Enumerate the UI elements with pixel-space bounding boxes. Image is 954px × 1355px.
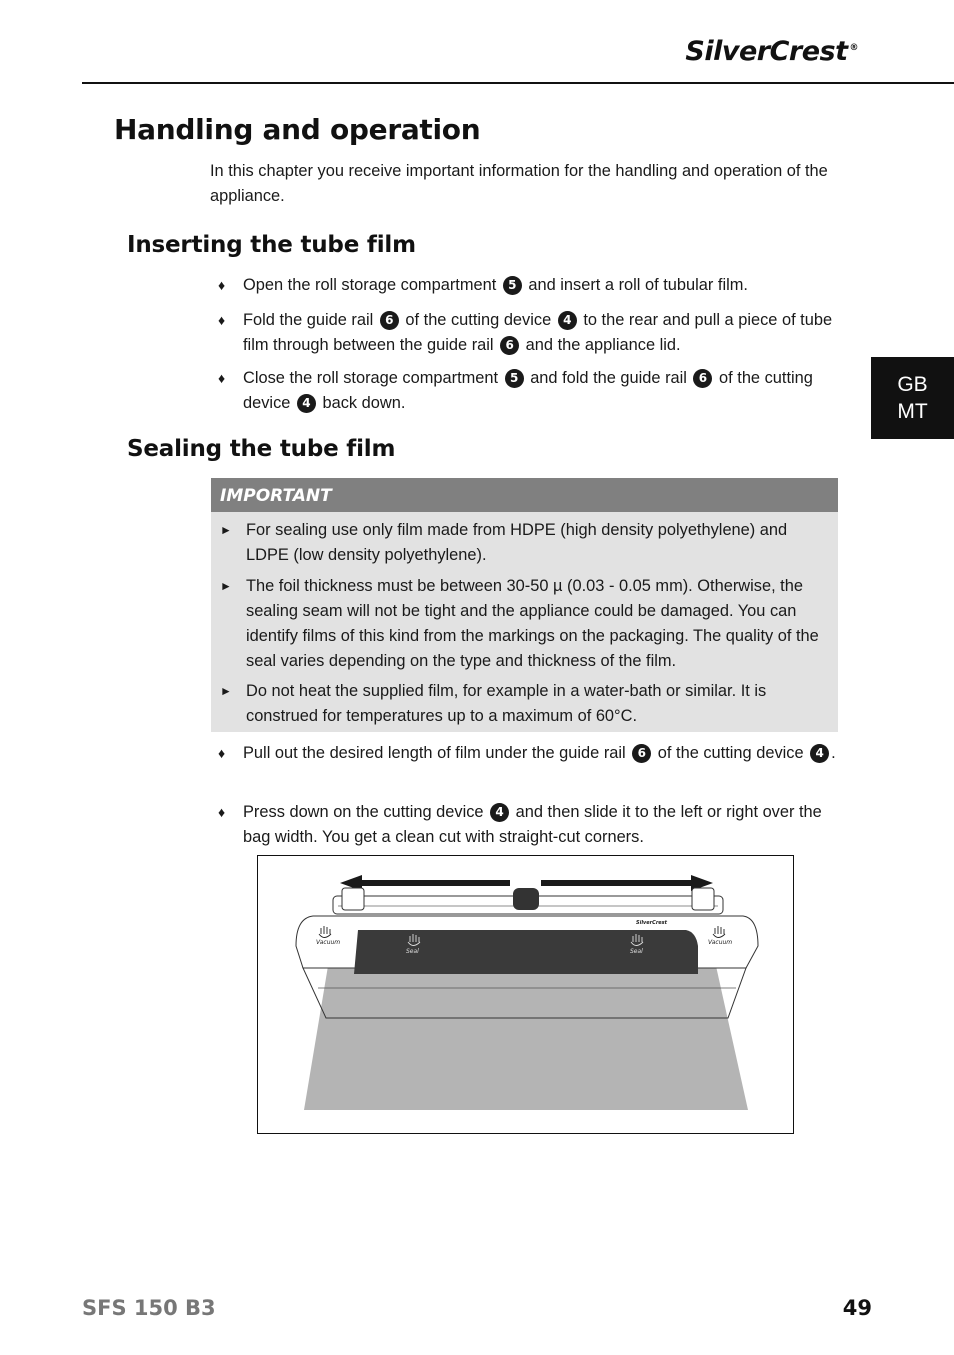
bullet-text: and then slide it to the left or right o… (243, 803, 822, 846)
language-mt: MT (897, 400, 928, 423)
callout-number: 6 (693, 369, 713, 388)
section-heading-inserting: Inserting the tube film (127, 232, 416, 258)
list-item: ♦ Close the roll storage compartment 5 a… (218, 366, 838, 416)
rail-end-right (691, 887, 715, 911)
cutting-device-figure: Vacuum Vacuum Seal Seal SilverCrest (257, 855, 794, 1134)
list-item: ♦ Fold the guide rail 6 of the cutting d… (218, 308, 838, 358)
diamond-bullet-icon: ♦ (218, 370, 226, 386)
registered-mark: ® (849, 43, 859, 53)
bullet-text: of the cutting device (243, 369, 813, 412)
bullet-text: Pull out the desired length of film unde… (243, 744, 631, 762)
notice-text: The foil thickness must be between 30-50… (246, 577, 819, 670)
bullet-text: . (831, 744, 836, 762)
intro-paragraph: In this chapter you receive important in… (210, 162, 828, 205)
notice-item: ► The foil thickness must be between 30-… (220, 574, 830, 674)
language-gb: GB (897, 373, 928, 396)
arrow-right-shaft (541, 880, 693, 886)
callout-number: 6 (379, 311, 399, 330)
callout-number: 5 (504, 369, 524, 388)
notice-text: For sealing use only film made from HDPE… (246, 521, 788, 564)
footer-model: SFS 150 B3 (82, 1296, 216, 1320)
arrow-right-icon (691, 875, 713, 891)
callout-number: 4 (557, 311, 577, 330)
rail-end-left (341, 887, 365, 911)
bullet-text: and fold the guide rail (525, 369, 692, 387)
arrow-left-icon (340, 875, 362, 891)
language-tab: GB MT (871, 357, 954, 439)
notice-item: ► Do not heat the supplied film, for exa… (220, 679, 830, 729)
page-number: 49 (842, 1296, 872, 1320)
tube-film-shape (304, 966, 748, 1110)
control-panel (354, 930, 698, 974)
list-item: ♦ Pull out the desired length of film un… (218, 741, 838, 791)
vacuum-label-right: Vacuum (708, 939, 732, 946)
brand-name: SilverCrest (685, 36, 848, 67)
cutting-device-knob (513, 888, 539, 910)
important-notice-box: IMPORTANT ► For sealing use only film ma… (211, 478, 838, 732)
triangle-bullet-icon: ► (220, 523, 232, 537)
triangle-bullet-icon: ► (220, 579, 232, 593)
triangle-bullet-icon: ► (220, 684, 232, 698)
seal-label-left: Seal (406, 948, 419, 955)
callout-number: 4 (490, 803, 510, 822)
bullet-text: Press down on the cutting device (243, 803, 489, 821)
callout-number: 6 (500, 336, 520, 355)
seal-label-right: Seal (630, 948, 643, 955)
list-item: ♦ Press down on the cutting device 4 and… (218, 800, 838, 850)
notice-item: ► For sealing use only film made from HD… (220, 518, 830, 568)
callout-number: 5 (502, 276, 522, 295)
brand-logo: SilverCrest® (685, 36, 858, 67)
section-heading-sealing: Sealing the tube film (127, 436, 396, 462)
bullet-text: back down. (317, 394, 406, 412)
callout-number: 6 (632, 744, 652, 763)
hand-icon (407, 934, 421, 946)
sealer-illustration: Vacuum Vacuum Seal Seal SilverCrest (295, 875, 759, 1110)
hand-icon (318, 926, 332, 938)
bullet-text: and the appliance lid. (521, 336, 681, 354)
important-label: IMPORTANT (211, 478, 838, 512)
list-item: ♦ Open the roll storage compartment 5 an… (218, 273, 838, 298)
notice-text: Do not heat the supplied film, for examp… (246, 682, 767, 725)
diamond-bullet-icon: ♦ (218, 312, 226, 328)
hand-icon (630, 934, 644, 946)
page-title: Handling and operation (114, 113, 481, 146)
callout-number: 4 (296, 394, 316, 413)
bullet-text: of the cutting device (653, 744, 809, 762)
diamond-bullet-icon: ♦ (218, 277, 226, 293)
bullet-text: of the cutting device (400, 311, 556, 329)
vacuum-label-left: Vacuum (316, 939, 340, 946)
bullet-text: Open the roll storage compartment (243, 276, 501, 294)
diamond-bullet-icon: ♦ (218, 804, 226, 820)
figure-brand-label: SilverCrest (636, 920, 668, 926)
hand-icon (712, 926, 726, 938)
header-rule (82, 82, 954, 84)
bullet-text: and insert a roll of tubular film. (523, 276, 748, 294)
bullet-text: to the rear and pull a piece of tube fil… (243, 311, 833, 354)
arrow-left-shaft (358, 880, 510, 886)
bullet-text: Close the roll storage compartment (243, 369, 503, 387)
callout-number: 4 (810, 744, 830, 763)
bullet-text: Fold the guide rail (243, 311, 378, 329)
diamond-bullet-icon: ♦ (218, 745, 226, 761)
